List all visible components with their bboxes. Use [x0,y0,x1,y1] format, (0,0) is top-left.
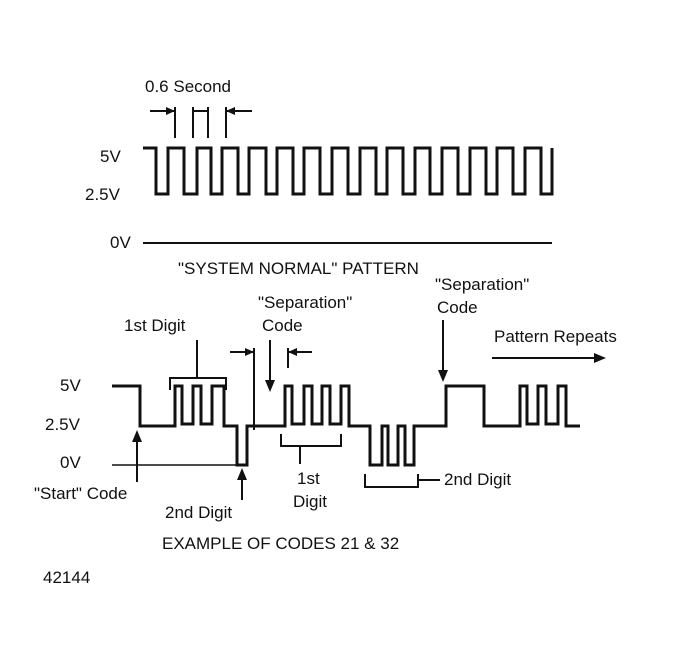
timing-label: 0.6 Second [145,77,231,96]
system-normal-diagram: 0.6 Second 5V 2.5V 0V "SYSTEM NORMAL" PA… [85,77,554,278]
codes-example-diagram: 1st Digit "Separation" Code "Separation"… [34,275,617,553]
bottom-level-5v: 5V [60,376,81,395]
system-normal-caption: "SYSTEM NORMAL" PATTERN [178,259,419,278]
first-digit-bracket [169,377,227,390]
second-digit-label: 2nd Digit [165,503,232,522]
pattern-repeats-arrowhead [594,353,606,363]
start-code-label: "Start" Code [34,484,127,503]
start-code-arrowhead [132,430,142,442]
separation-label-2-line2: Code [437,298,478,317]
top-level-2-5v: 2.5V [85,185,121,204]
codes-example-caption: EXAMPLE OF CODES 21 & 32 [162,534,399,553]
separation-1-arrowhead [265,380,275,392]
second-digit-b-bracket [364,474,419,488]
separation-label-1-line1: "Separation" [258,293,352,312]
first-digit-label: 1st Digit [124,316,186,335]
top-level-0v: 0V [110,233,131,252]
separation-label-2-line1: "Separation" [435,275,529,294]
bottom-level-2-5v: 2.5V [45,415,81,434]
second-digit-b-label: 2nd Digit [444,470,511,489]
first-digit-b-bracket [280,434,342,447]
separation-2-arrowhead [438,370,448,382]
separation-1-span-markers [230,348,312,430]
pattern-repeats-label: Pattern Repeats [494,327,617,346]
top-level-5v: 5V [100,147,121,166]
figure-number: 42144 [43,568,90,587]
system-normal-waveform [143,146,554,196]
first-digit-b-line2: Digit [293,492,327,511]
first-digit-b-line1: 1st [297,469,320,488]
timing-markers [150,107,252,138]
separation-label-1-line2: Code [262,316,303,335]
bottom-level-0v: 0V [60,453,81,472]
codes-waveform [112,384,580,467]
second-digit-arrowhead [237,468,247,480]
